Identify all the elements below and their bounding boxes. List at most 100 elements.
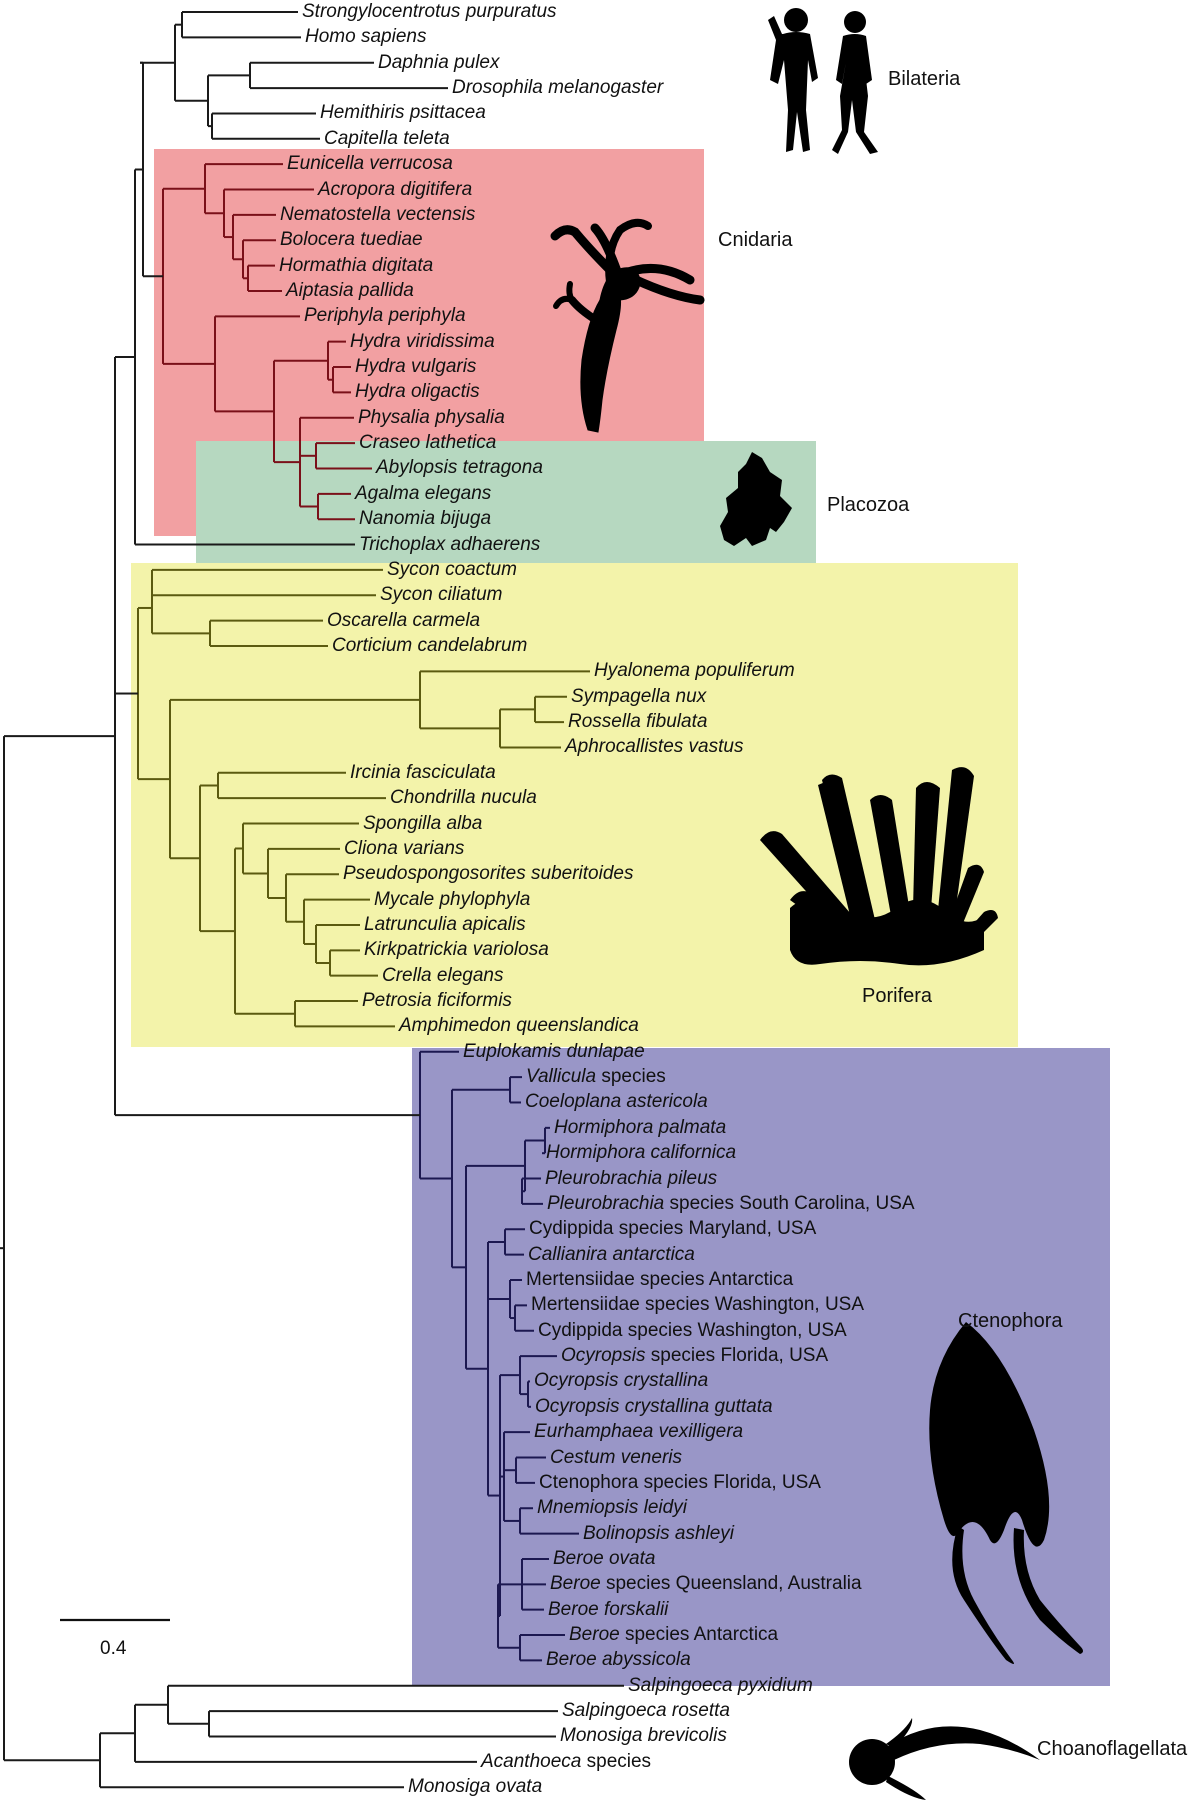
taxon-species-name: Hormathia digitata [279, 254, 434, 276]
taxon-species-name: Beroe [550, 1573, 601, 1595]
taxon-species-name: Vallicula [526, 1066, 597, 1088]
taxon-label: Cestum veneris [550, 1447, 682, 1469]
taxon-label: Beroe forskalii [548, 1599, 668, 1621]
taxon-label: Hormiphora palmata [554, 1117, 726, 1139]
taxon-label: Ctenophora species Florida, USA [539, 1472, 821, 1494]
taxon-label: Sycon coactum [387, 559, 517, 581]
taxon-species-name: Sycon ciliatum [380, 584, 503, 606]
taxon-species-name: Amphimedon queenslandica [399, 1015, 639, 1037]
taxon-species-name: Acropora digitifera [318, 178, 473, 200]
taxon-species-name: Hydra vulgaris [355, 356, 477, 378]
taxon-species-name: Acanthoeca [481, 1750, 582, 1772]
taxon-label: Bolinopsis ashleyi [583, 1523, 734, 1545]
taxon-label: Beroe ovata [553, 1548, 655, 1570]
taxon-species-name: Craseo lathetica [359, 432, 497, 454]
taxon-species-name: Periphyla periphyla [304, 305, 466, 327]
taxon-species-name: Aiptasia pallida [286, 279, 414, 301]
taxon-species-name: Daphnia pulex [378, 51, 500, 73]
taxon-species-name: Salpingoeca rosetta [562, 1700, 730, 1722]
taxon-species-name: Coeloplana astericola [525, 1091, 708, 1113]
taxon-label: Oscarella carmela [327, 610, 480, 632]
taxon-label: Ocyropsis species Florida, USA [561, 1345, 828, 1367]
taxon-label: Acanthoeca species [481, 1751, 651, 1773]
clade-label-placozoa: Placozoa [827, 494, 910, 516]
taxon-label: Beroe abyssicola [546, 1649, 691, 1671]
taxon-species-name: Cestum veneris [550, 1446, 682, 1468]
sponge-silhouette [760, 767, 998, 966]
taxon-species-name: Hyalonema populiferum [594, 660, 795, 682]
taxon-qualifier: Cydippida species Maryland, USA [529, 1218, 817, 1240]
taxon-label: Coeloplana astericola [525, 1091, 708, 1113]
taxon-species-name: Spongilla alba [363, 812, 483, 834]
taxon-label: Hydra viridissima [350, 331, 495, 353]
taxon-label: Hormathia digitata [279, 255, 433, 277]
humans-silhouette [768, 8, 878, 154]
taxon-species-name: Trichoplax adhaerens [359, 533, 541, 555]
taxon-label: Daphnia pulex [378, 52, 499, 74]
taxon-label: Ocyropsis crystallina [534, 1370, 708, 1392]
taxon-label: Mertensiidae species Washington, USA [531, 1294, 864, 1316]
taxon-species-name: Bolocera tuediae [280, 229, 423, 251]
taxon-label: Homo sapiens [305, 26, 426, 48]
taxon-label: Euplokamis dunlapae [463, 1041, 645, 1063]
taxon-label: Chondrilla nucula [390, 787, 537, 809]
taxon-label: Callianira antarctica [528, 1244, 695, 1266]
taxon-species-name: Homo sapiens [305, 26, 427, 48]
taxon-species-name: Salpingoeca pyxidium [628, 1674, 813, 1696]
clade-label-cnidaria: Cnidaria [718, 229, 793, 251]
taxon-qualifier: Mertensiidae species Washington, USA [531, 1294, 865, 1316]
clade-label-porifera: Porifera [862, 985, 933, 1007]
clade-label-bilateria: Bilateria [888, 68, 961, 90]
taxon-species-name: Corticium candelabrum [332, 635, 528, 656]
taxon-label: Bolocera tuediae [280, 229, 423, 251]
taxon-label: Pleurobrachia pileus [545, 1168, 717, 1190]
taxon-label: Petrosia ficiformis [362, 990, 512, 1012]
taxon-species-name: Beroe [569, 1624, 620, 1646]
taxon-species-name: Pleurobrachia pileus [545, 1167, 718, 1189]
taxon-species-name: Petrosia ficiformis [362, 990, 512, 1012]
taxon-qualifier: species Queensland, Australia [600, 1573, 862, 1595]
taxon-species-name: Hydra viridissima [350, 330, 495, 352]
taxon-species-name: Pseudospongosorites suberitoides [343, 863, 634, 885]
taxon-species-name: Pleurobrachia [547, 1192, 665, 1214]
taxon-species-name: Bolinopsis ashleyi [583, 1522, 735, 1544]
taxon-label: Vallicula species [526, 1066, 666, 1088]
taxon-label: Salpingoeca pyxidium [628, 1675, 813, 1697]
taxon-species-name: Sycon coactum [387, 558, 517, 580]
trichoplax-silhouette [720, 452, 792, 546]
taxon-qualifier: Mertensiidae species Antarctica [526, 1269, 794, 1290]
taxon-species-name: Ircinia fasciculata [350, 761, 496, 783]
taxon-species-name: Drosophila melanogaster [452, 77, 664, 99]
taxon-species-name: Eurhamphaea vexilligera [534, 1421, 744, 1443]
taxon-qualifier: species South Carolina, USA [664, 1192, 915, 1214]
taxon-species-name: Ocyropsis crystallina guttata [535, 1395, 773, 1417]
taxon-qualifier: Ctenophora species Florida, USA [539, 1471, 821, 1493]
taxon-species-name: Chondrilla nucula [390, 787, 537, 809]
taxon-species-name: Agalma elegans [355, 482, 492, 504]
taxon-species-name: Monosiga ovata [408, 1776, 543, 1798]
taxon-species-name: Hormiphora californica [546, 1142, 737, 1164]
taxon-label: Ocyropsis crystallina guttata [535, 1396, 773, 1418]
taxon-species-name: Sympagella nux [571, 685, 707, 707]
taxon-species-name: Kirkpatrickia variolosa [364, 939, 549, 961]
taxon-label: Strongylocentrotus purpuratus [302, 1, 557, 23]
taxon-label: Hydra oligactis [355, 381, 480, 403]
taxon-label: Agalma elegans [355, 483, 491, 505]
taxon-species-name: Cliona varians [344, 837, 465, 859]
taxon-label: Nematostella vectensis [280, 204, 475, 226]
taxon-label: Rossella fibulata [568, 711, 707, 733]
taxon-qualifier: species Florida, USA [645, 1345, 829, 1367]
taxon-label: Monosiga brevicolis [560, 1725, 727, 1747]
taxon-label: Eunicella verrucosa [287, 153, 453, 175]
taxon-label: Mycale phylophyla [374, 889, 530, 911]
taxon-species-name: Nematostella vectensis [280, 203, 476, 225]
taxon-species-name: Eunicella verrucosa [287, 153, 453, 175]
taxon-label: Aphrocallistes vastus [565, 736, 743, 758]
clade-label-ctenophora: Ctenophora [958, 1310, 1063, 1332]
taxon-label: Salpingoeca rosetta [562, 1700, 730, 1722]
taxon-qualifier: species Antarctica [619, 1624, 779, 1646]
taxon-label: Hormiphora californica [546, 1142, 736, 1164]
taxon-qualifier: species [596, 1066, 666, 1088]
taxon-label: Amphimedon queenslandica [399, 1015, 639, 1037]
taxon-species-name: Mnemiopsis leidyi [537, 1497, 687, 1519]
